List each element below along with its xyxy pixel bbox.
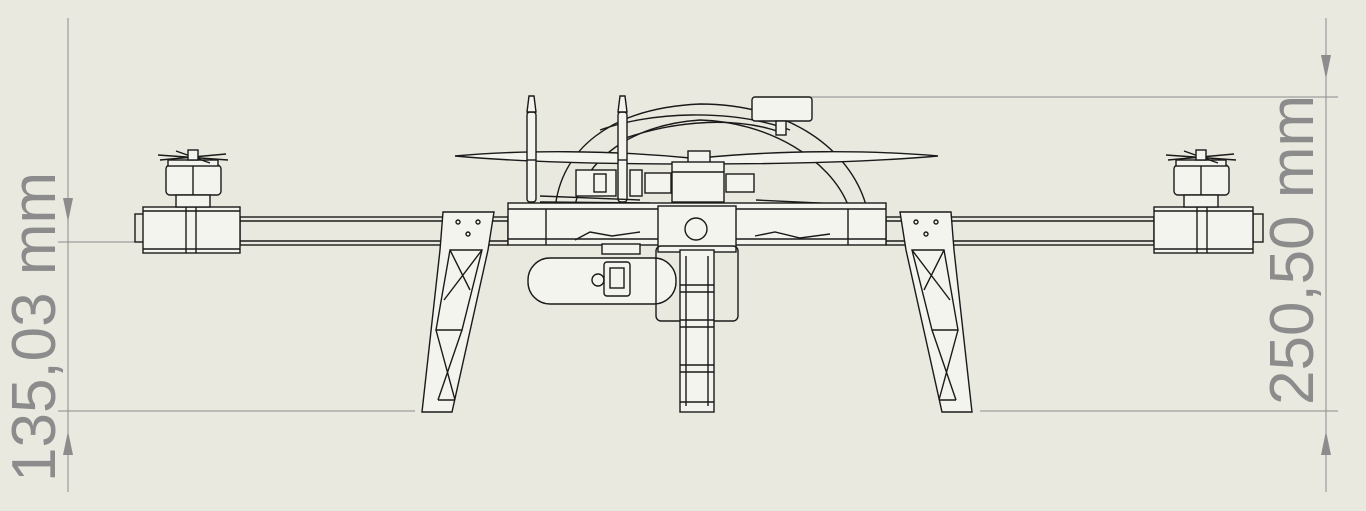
arrow-icon bbox=[63, 431, 73, 455]
arrow-icon bbox=[1321, 55, 1331, 79]
antenna-right bbox=[617, 95, 628, 203]
gps-module bbox=[751, 96, 813, 136]
antenna-left bbox=[526, 95, 537, 203]
dimension-left-label: 135,03 mm bbox=[0, 172, 69, 482]
landing-leg-left bbox=[421, 211, 495, 413]
camera-pod bbox=[527, 243, 739, 322]
electronics bbox=[539, 161, 841, 205]
dimension-right: 250,50 mm bbox=[790, 18, 1338, 492]
dimension-right-label: 250,50 mm bbox=[1258, 95, 1327, 405]
main-frame bbox=[507, 202, 887, 253]
center-mount bbox=[679, 249, 715, 413]
propeller-top bbox=[454, 150, 939, 166]
motor-left bbox=[134, 149, 241, 254]
landing-leg-right bbox=[899, 211, 973, 413]
arrow-icon bbox=[1321, 431, 1331, 455]
dimension-left: 135,03 mm bbox=[0, 18, 415, 492]
motor-right bbox=[1153, 149, 1264, 254]
arrow-icon bbox=[63, 198, 73, 222]
